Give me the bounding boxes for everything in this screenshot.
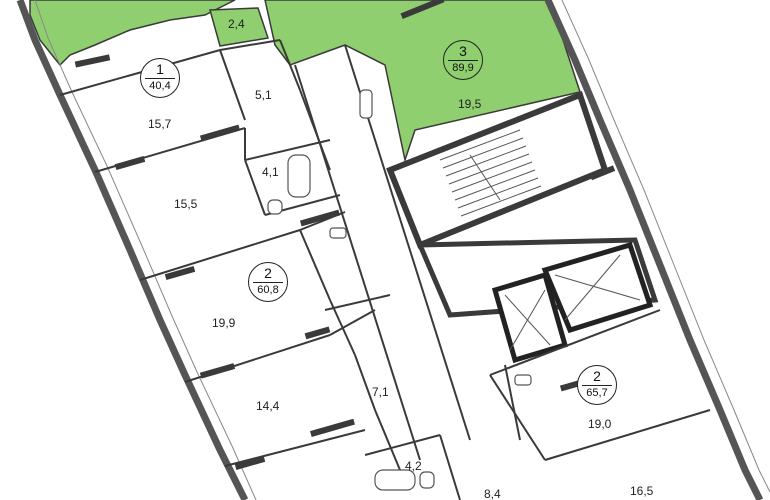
toilet-icon — [419, 471, 435, 489]
sink-icon — [514, 374, 532, 386]
apartment-1-badge[interactable]: 1 40,4 — [140, 58, 180, 98]
apartment-2-badge[interactable]: 2 60,8 — [248, 262, 288, 302]
apartment-2-right-badge[interactable]: 2 65,7 — [577, 365, 617, 405]
apartment-2-right-number: 2 — [593, 368, 601, 384]
room-area-label: 19,5 — [458, 97, 482, 111]
room-area-label: 14,4 — [256, 399, 280, 413]
room-area-label: 4,2 — [405, 459, 422, 473]
room-area-label: 19,0 — [588, 417, 612, 431]
elevator-shafts[interactable] — [491, 241, 654, 364]
room-area-label: 5,1 — [255, 88, 272, 102]
apartment-2-area: 60,8 — [257, 284, 279, 296]
balcony-highlight[interactable] — [209, 7, 269, 47]
room-area-label: 19,9 — [212, 316, 236, 330]
badge-divider — [448, 60, 478, 61]
apartment-3-area: 89,9 — [452, 62, 474, 74]
apartment-3-number: 3 — [459, 43, 467, 59]
room-area-label: 16,5 — [630, 484, 654, 498]
apartment-2-right-area: 65,7 — [586, 387, 608, 399]
facade-left — [16, 0, 249, 500]
room-area-label: 15,5 — [174, 197, 198, 211]
bathroom-fixtures — [267, 89, 532, 491]
room-area-label: 2,4 — [228, 17, 245, 31]
bathtub-icon — [374, 469, 416, 491]
apartment-2-right-walls — [489, 309, 711, 461]
room-area-label: 4,1 — [262, 165, 279, 179]
bathtub-icon — [287, 154, 311, 198]
apartment-1-number: 1 — [156, 61, 164, 77]
washbasin-icon — [359, 89, 373, 119]
facade-right-inner — [561, 0, 770, 493]
badge-divider — [253, 282, 283, 283]
facade-left-inner — [34, 0, 257, 500]
apartment-1-area: 40,4 — [149, 80, 171, 92]
room-area-label: 7,1 — [372, 385, 389, 399]
facade-right — [544, 0, 764, 500]
apartment-3-badge[interactable]: 3 89,9 — [443, 40, 483, 80]
apartment-2-number: 2 — [264, 265, 272, 281]
room-area-label: 15,7 — [148, 117, 172, 131]
room-area-label: 8,4 — [484, 487, 501, 500]
toilet-icon — [267, 199, 283, 215]
sink-icon — [329, 227, 347, 239]
badge-divider — [145, 78, 175, 79]
badge-divider — [582, 385, 612, 386]
